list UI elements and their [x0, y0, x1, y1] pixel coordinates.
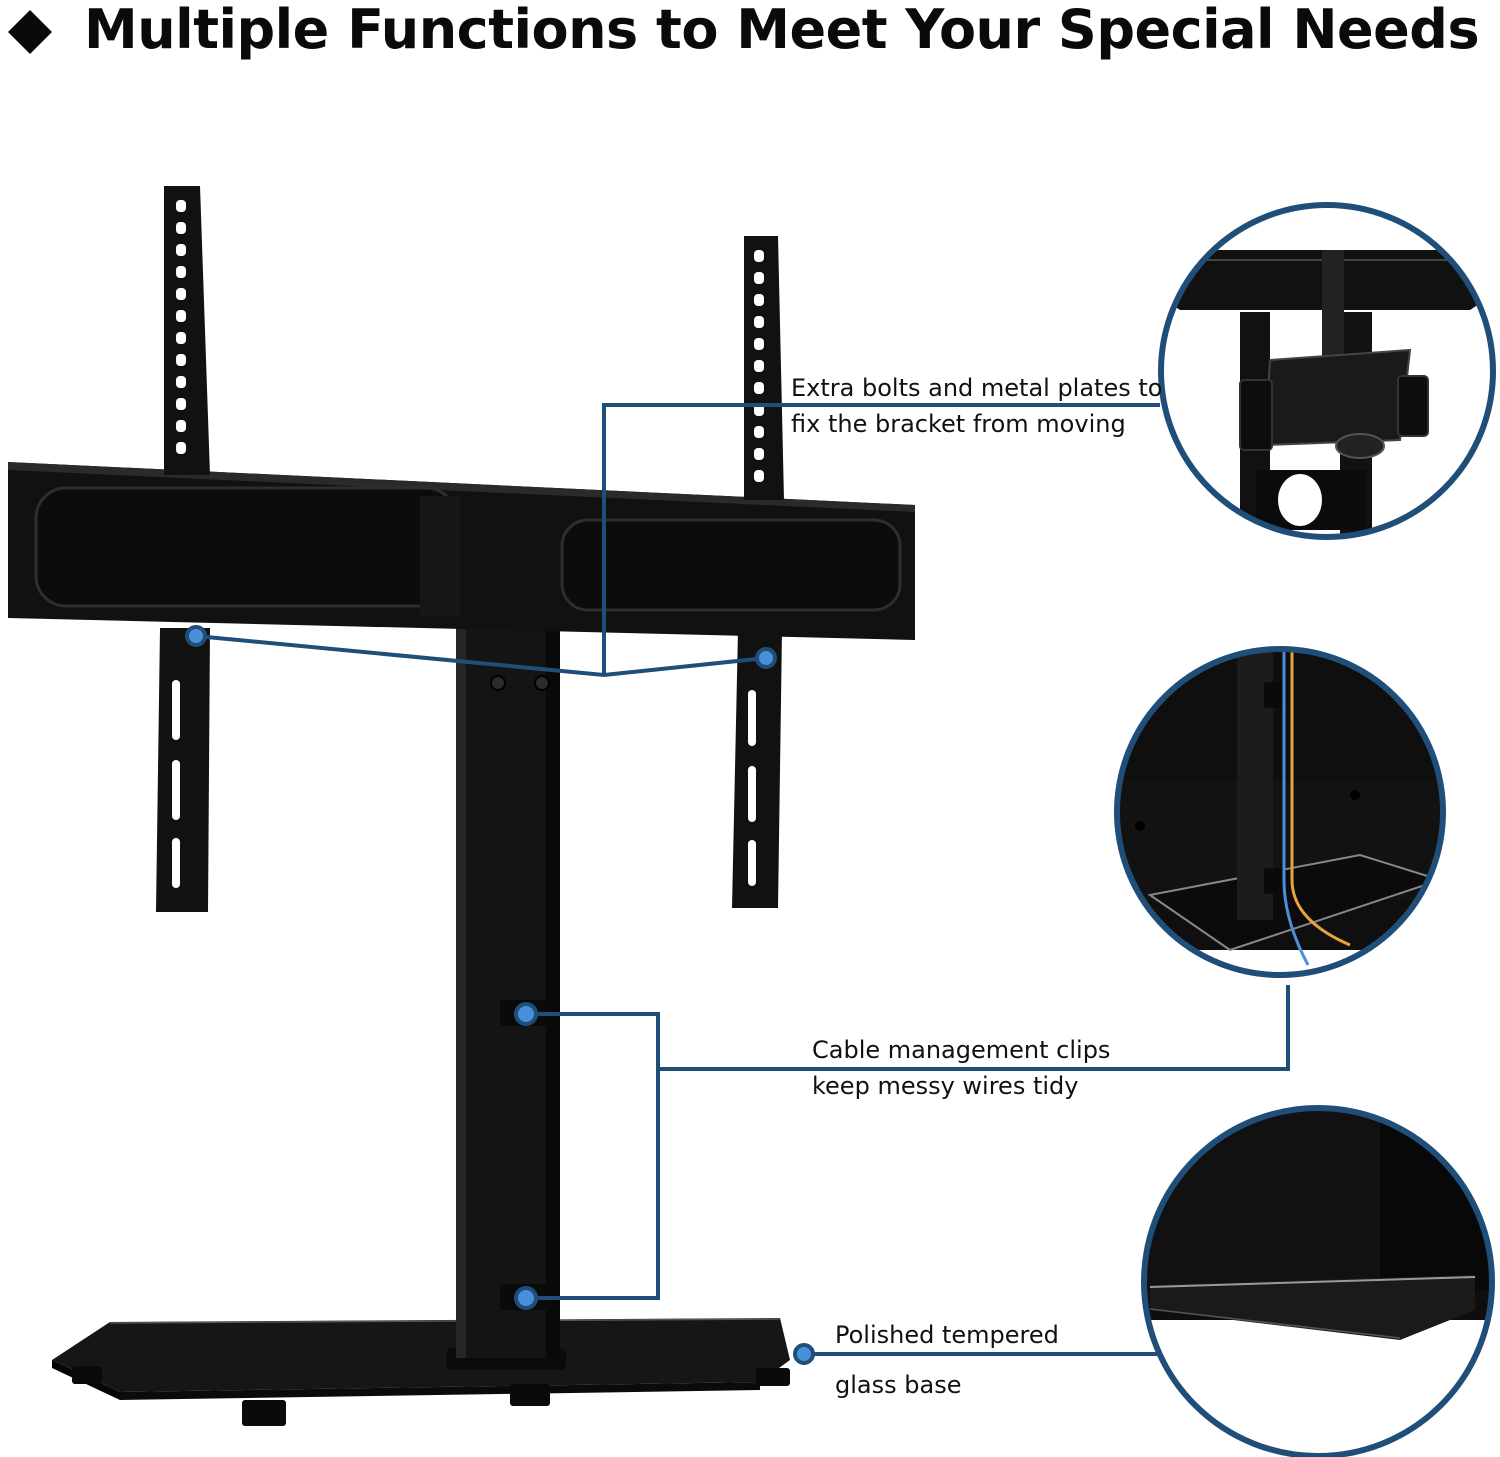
- callout-markers: [185, 625, 815, 1365]
- detail-circle-cables: [1114, 646, 1446, 978]
- bolts-callout-line1: Extra bolts and metal plates to: [791, 374, 1163, 402]
- glass-callout-line2: glass base: [835, 1371, 962, 1399]
- header: Multiple Functions to Meet Your Special …: [0, 0, 1500, 75]
- detail-circle-glass: [1141, 1105, 1495, 1457]
- glass-callout: Polished tempered glass base: [835, 1310, 1059, 1410]
- left-bracket-arm: [156, 186, 210, 912]
- diamond-bullet-icon: [8, 10, 52, 54]
- bolts-callout-line2: fix the bracket from moving: [791, 410, 1126, 438]
- right-bracket-arm: [732, 236, 784, 908]
- bolts-callout: Extra bolts and metal plates to fix the …: [791, 370, 1162, 442]
- stand-column: [446, 490, 566, 1370]
- callout-lines: [195, 403, 1290, 1356]
- cables-callout-line2: keep messy wires tidy: [812, 1072, 1079, 1100]
- page-title: Multiple Functions to Meet Your Special …: [84, 0, 1480, 61]
- cables-callout-line1: Cable management clips: [812, 1036, 1111, 1064]
- glass-base: [52, 1318, 790, 1426]
- mounting-bar: [8, 462, 915, 640]
- detail-circle-bolts: [1158, 202, 1496, 540]
- glass-callout-line1: Polished tempered: [835, 1321, 1059, 1349]
- cables-callout: Cable management clips keep messy wires …: [812, 1032, 1110, 1104]
